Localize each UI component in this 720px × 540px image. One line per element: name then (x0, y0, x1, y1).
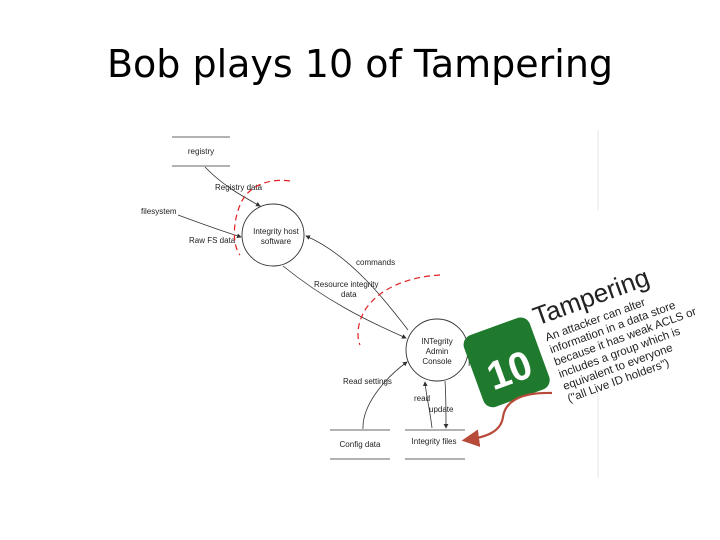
read-settings-label: Read settings (343, 377, 392, 386)
host-label-line1: Integrity host (253, 227, 300, 236)
config-data-label: Config data (340, 440, 381, 449)
console-label-line1: INTegrity (421, 337, 453, 346)
attack-arrow (461, 391, 553, 447)
read-settings-flow (362, 361, 408, 430)
commands-flow (305, 235, 409, 331)
integrity-host-process: Integrity host software (241, 203, 305, 267)
integrity-files-label: Integrity files (412, 437, 457, 446)
registry-data-store: registry (172, 136, 230, 167)
tampering-card: 10 Tampering An attacker can alter infor… (463, 262, 698, 408)
update-flow (443, 380, 449, 429)
trust-boundary-console (357, 274, 441, 346)
slide-title: Bob plays 10 of Tampering (106, 42, 614, 86)
update-label: update (429, 405, 454, 414)
console-label-line3: Console (422, 357, 452, 366)
read-flow (422, 381, 433, 429)
registry-data-flow (204, 166, 261, 207)
raw-fs-data-flow (177, 214, 242, 239)
filesystem-label: filesystem (141, 207, 177, 216)
raw-fs-data-label: Raw FS data (189, 236, 236, 245)
host-label-line2: software (261, 237, 292, 246)
registry-label: registry (188, 147, 214, 156)
card-suit-panel (463, 317, 550, 408)
resource-label-line2: data (341, 290, 357, 299)
commands-label: commands (356, 258, 395, 267)
console-label-line2: Admin (426, 347, 449, 356)
read-label: read (414, 394, 430, 403)
integrity-files-data-store: Integrity files (405, 429, 465, 460)
admin-console-process: INTegrity Admin Console (405, 318, 469, 382)
config-data-store: Config data (330, 429, 390, 460)
resource-label-line1: Resource integrity (314, 280, 378, 289)
registry-data-label: Registry data (215, 183, 263, 192)
resource-integrity-flow (282, 265, 407, 339)
